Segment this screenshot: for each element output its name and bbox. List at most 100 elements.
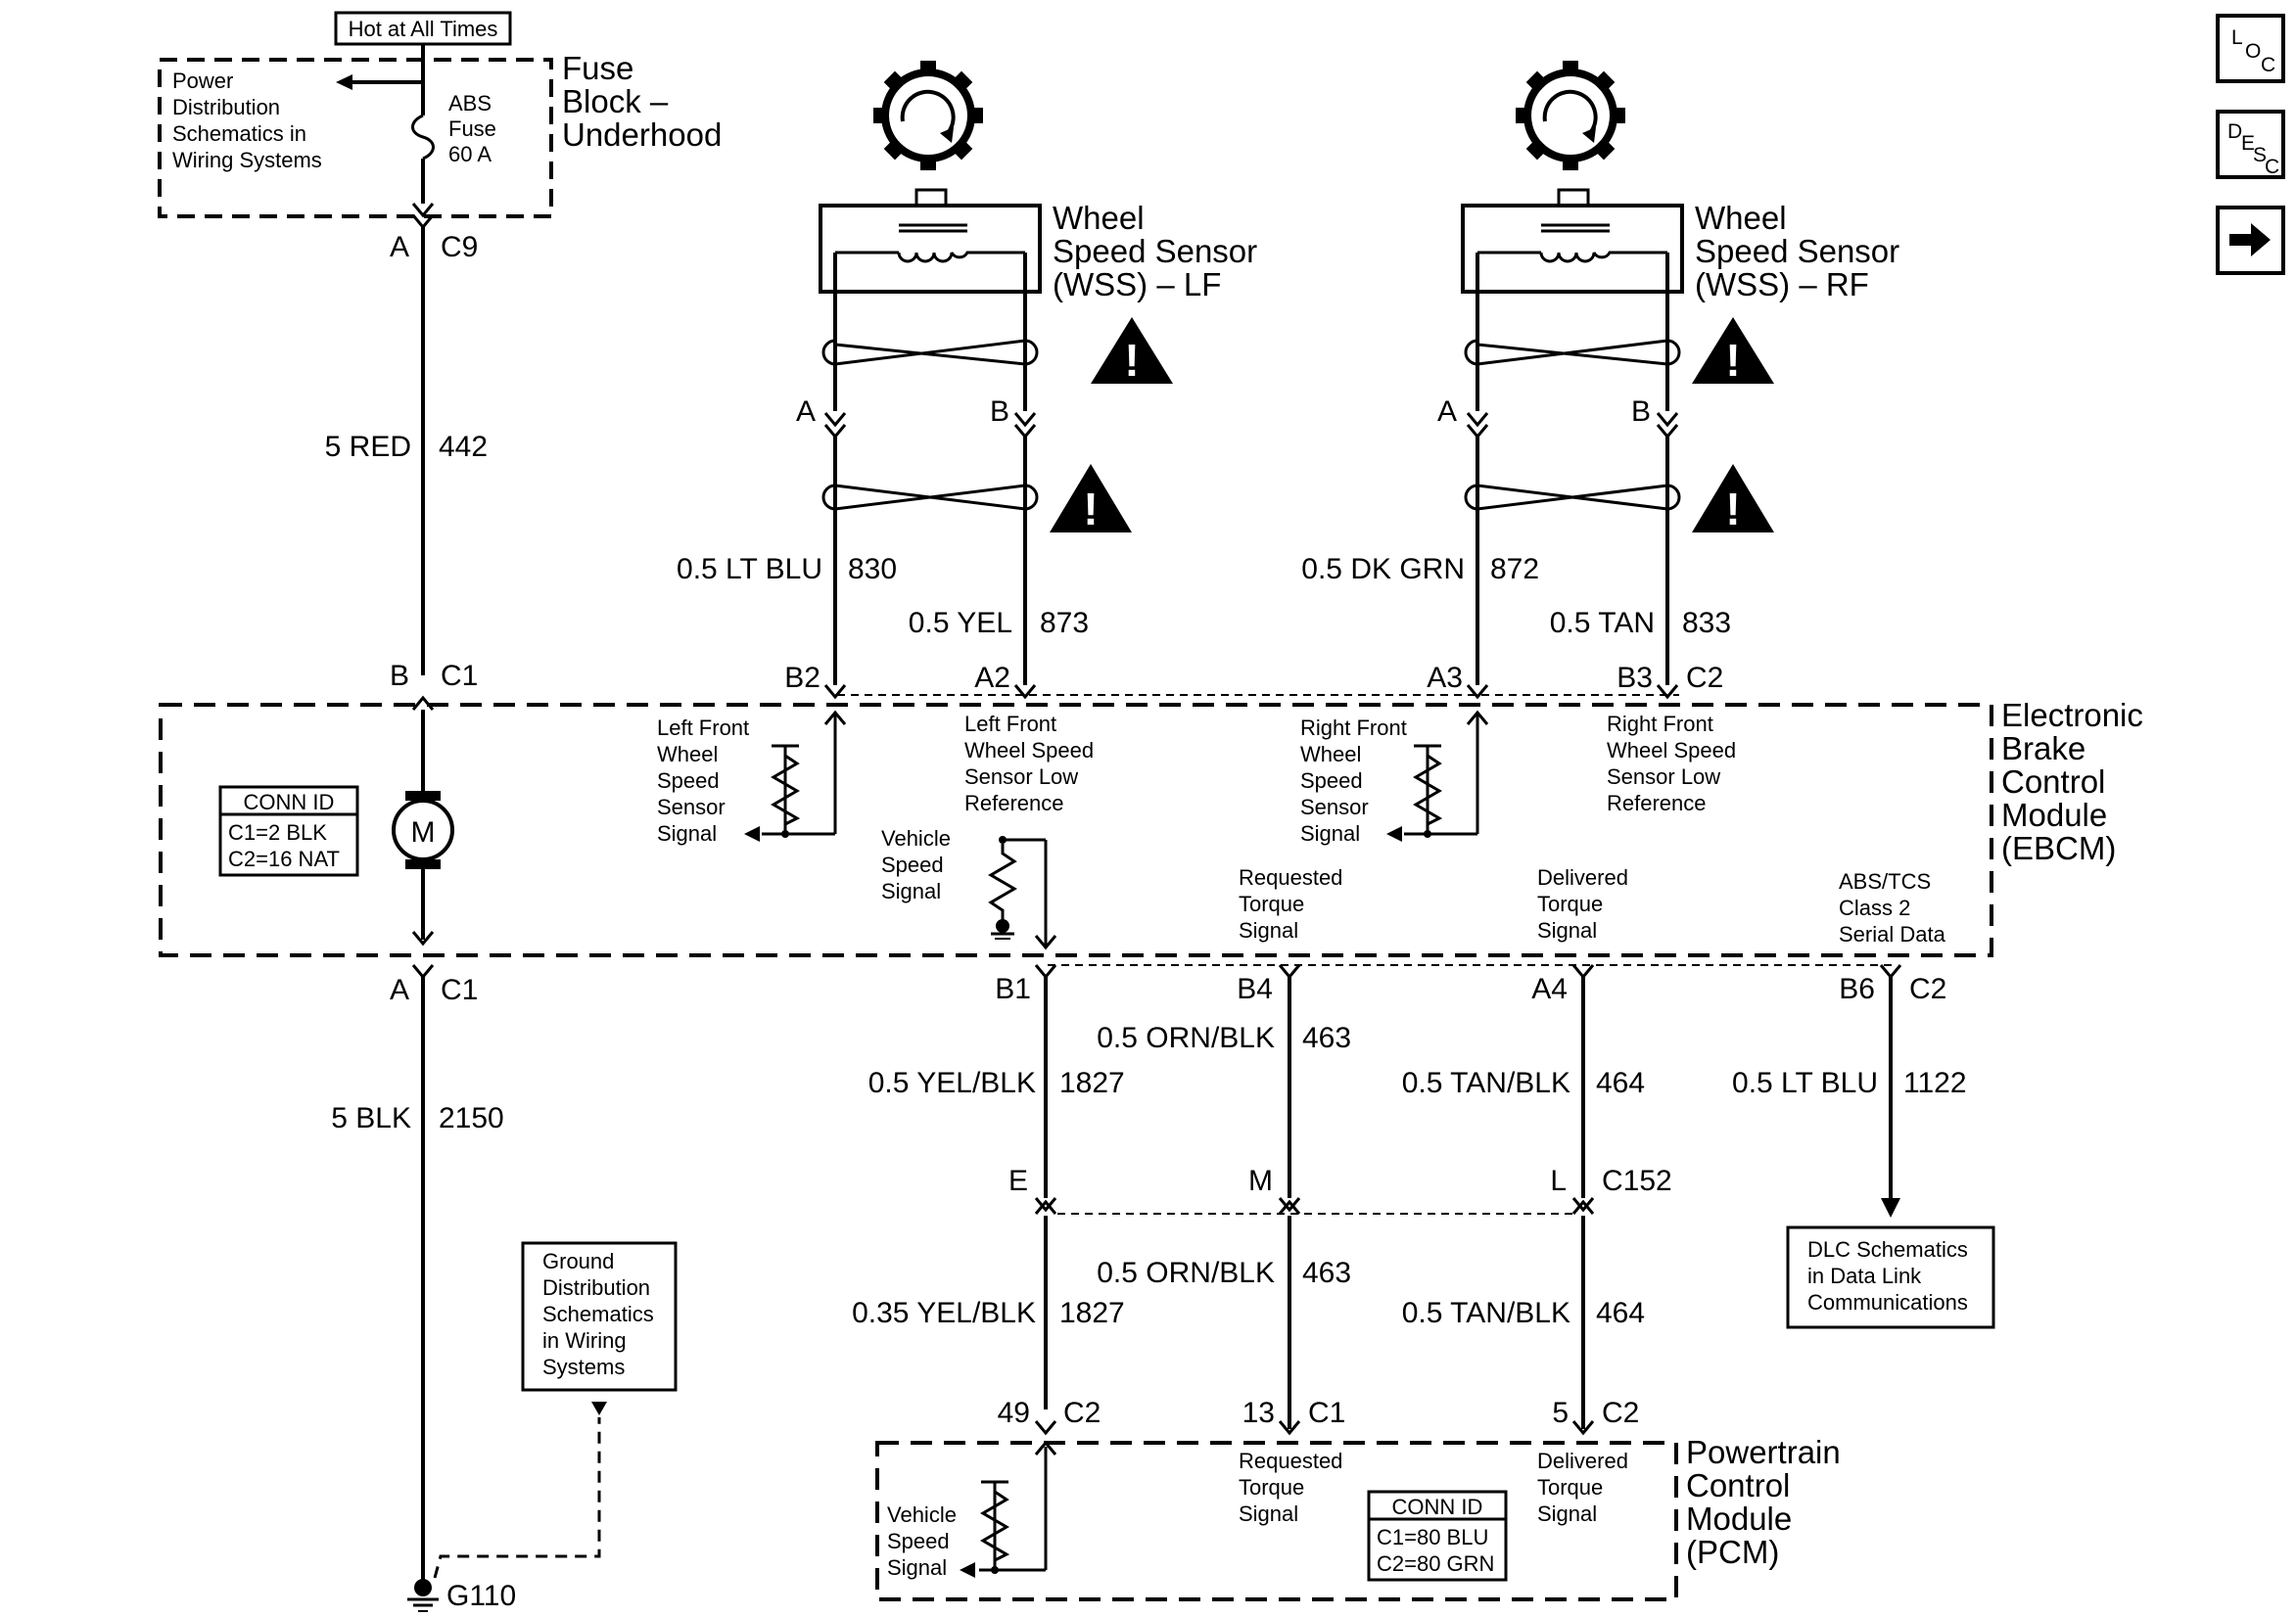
wire-1827-circuit-b: 1827 — [1059, 1297, 1125, 1329]
pcm-conn-id: CONN ID C1=80 BLU C2=80 GRN — [1367, 1490, 1508, 1582]
connector-c2-top: C2 — [1686, 662, 1723, 694]
warning-icon: ! — [1692, 464, 1774, 534]
pcm-conn-c2-b: C2 — [1602, 1397, 1639, 1429]
svg-text:Distribution: Distribution — [542, 1275, 650, 1300]
ground-icon — [996, 919, 1009, 933]
desc-button[interactable]: D E S C — [2216, 110, 2285, 179]
svg-text:Wheel: Wheel — [1300, 742, 1361, 766]
svg-text:Wheel: Wheel — [657, 742, 718, 766]
wire-464-color-b: 0.5 TAN/BLK — [1402, 1297, 1570, 1329]
svg-text:Speed Sensor: Speed Sensor — [1053, 233, 1257, 269]
rf-signal-circuit: Right Front Wheel Speed Sensor Signal Ri… — [1300, 710, 1736, 846]
svg-text:(WSS) – LF: (WSS) – LF — [1053, 266, 1221, 302]
warning-icon: ! — [1091, 317, 1173, 386]
circuit-2150: 5 BLK 2150 G110 Ground Distribution Sche… — [331, 977, 678, 1612]
wire-1827-circuit-a: 1827 — [1059, 1067, 1125, 1099]
svg-text:Powertrain: Powertrain — [1686, 1434, 1841, 1470]
svg-text:Left Front: Left Front — [657, 716, 749, 740]
wire-1827-color-a: 0.5 YEL/BLK — [868, 1067, 1036, 1099]
lf-low-ref-label: Left Front Wheel Speed Sensor Low Refere… — [964, 712, 1094, 815]
svg-text:Class 2: Class 2 — [1839, 896, 1910, 920]
pcm-pin-5: 5 — [1552, 1397, 1569, 1429]
pcm-module: Powertrain Control Module (PCM) Vehicle … — [875, 1434, 1841, 1601]
rf-signal-label: Right Front Wheel Speed Sensor Signal — [1300, 716, 1407, 846]
svg-text:!: ! — [1725, 335, 1740, 386]
svg-text:in Data Link: in Data Link — [1807, 1264, 1922, 1288]
pin-b4: B4 — [1237, 973, 1273, 1005]
svg-text:ABS: ABS — [448, 91, 492, 116]
wire-2150-circuit: 2150 — [439, 1102, 504, 1134]
pin-b6: B6 — [1839, 973, 1875, 1005]
loc-button[interactable]: L O C — [2216, 14, 2285, 83]
next-button[interactable] — [2216, 206, 2285, 275]
wire-830-circuit: 830 — [848, 553, 897, 585]
pin-a2: A2 — [974, 662, 1010, 694]
ebcm-title: Electronic Brake Control Module (EBCM) — [2001, 697, 2143, 866]
dlc-schematics-box: DLC Schematics in Data Link Communicatio… — [1786, 1225, 1995, 1329]
loc-letter-o: O — [2245, 40, 2262, 63]
wire-464-circuit-b: 464 — [1596, 1297, 1645, 1329]
svg-text:60 A: 60 A — [448, 142, 492, 166]
wire-2150-color: 5 BLK — [331, 1102, 411, 1134]
pin-b3: B3 — [1617, 662, 1653, 694]
wire-464-color-a: 0.5 TAN/BLK — [1402, 1067, 1570, 1099]
wss-lf-pin-b: B — [990, 395, 1009, 428]
wire-830-color: 0.5 LT BLU — [677, 553, 822, 585]
wss-lf: ! A B ! Wheel Speed Sensor (WSS) – LF 0.… — [677, 61, 1257, 685]
wire-463-color-b: 0.5 ORN/BLK — [1097, 1257, 1275, 1289]
pcm-conn-c1: C1 — [1308, 1397, 1345, 1429]
fuse-icon — [411, 114, 435, 161]
ebcm-bottom-connector: A C1 B1 B4 A4 B6 C2 — [390, 964, 1946, 1006]
svg-text:Systems: Systems — [542, 1355, 625, 1379]
svg-text:Vehicle: Vehicle — [887, 1502, 957, 1527]
wss-rf-pin-a: A — [1437, 395, 1457, 428]
c9-pin: A — [390, 231, 409, 263]
vehicle-speed-input-circuit: Vehicle Speed Signal — [887, 1440, 1057, 1580]
pin-a3: A3 — [1427, 662, 1463, 694]
delivered-torque-label-ebcm: Delivered Torque Signal — [1537, 865, 1628, 943]
svg-text:DLC Schematics: DLC Schematics — [1807, 1237, 1968, 1262]
desc-letter-s: S — [2253, 144, 2268, 166]
wire-872-color: 0.5 DK GRN — [1301, 553, 1465, 585]
wss-lf-pin-a: A — [796, 395, 816, 428]
svg-text:ABS/TCS: ABS/TCS — [1839, 869, 1931, 894]
c152-pin-l: L — [1550, 1165, 1567, 1197]
svg-text:Schematics in: Schematics in — [172, 121, 306, 146]
abs-tcs-serial-label: ABS/TCS Class 2 Serial Data — [1839, 869, 1946, 947]
svg-text:Torque: Torque — [1537, 1475, 1603, 1500]
arrow-right-icon — [2229, 223, 2271, 256]
c152-pin-m: M — [1248, 1165, 1273, 1197]
svg-text:Speed: Speed — [881, 853, 944, 877]
svg-text:CONN ID: CONN ID — [244, 790, 335, 814]
c1-bottom-connector: C1 — [441, 974, 478, 1006]
ebcm-top-connector: B2 A2 A3 B3 C2 — [784, 662, 1723, 700]
ground-g110-label: G110 — [446, 1580, 516, 1612]
svg-text:Torque: Torque — [1537, 892, 1603, 916]
svg-text:Signal: Signal — [657, 821, 717, 846]
svg-text:Distribution: Distribution — [172, 95, 280, 119]
wire-1122-color: 0.5 LT BLU — [1732, 1067, 1878, 1099]
svg-text:Speed Sensor: Speed Sensor — [1695, 233, 1899, 269]
wheel-gear-icon — [1516, 61, 1625, 170]
wire-463-circuit-a: 463 — [1302, 1022, 1351, 1054]
svg-text:Underhood: Underhood — [562, 116, 722, 153]
svg-text:Brake: Brake — [2001, 730, 2085, 766]
delivered-torque-label-pcm: Delivered Torque Signal — [1537, 1449, 1628, 1526]
warning-icon: ! — [1050, 464, 1132, 534]
power-distribution-text: Power Distribution Schematics in Wiring … — [172, 69, 322, 172]
svg-text:Control: Control — [1686, 1467, 1790, 1503]
svg-text:Signal: Signal — [887, 1555, 947, 1580]
pcm-conn-c2-a: C2 — [1063, 1397, 1101, 1429]
svg-text:Delivered: Delivered — [1537, 1449, 1628, 1473]
svg-text:C1=2 BLK: C1=2 BLK — [228, 820, 327, 845]
svg-text:in Wiring: in Wiring — [542, 1328, 627, 1353]
svg-text:C2=16 NAT: C2=16 NAT — [228, 847, 340, 871]
ebcm-conn-id: CONN ID C1=2 BLK C2=16 NAT — [218, 785, 359, 877]
arrow-down-icon — [1881, 1198, 1900, 1218]
c9-connector: C9 — [441, 231, 478, 263]
pcm-title: Powertrain Control Module (PCM) — [1686, 1434, 1841, 1570]
ground-icon — [407, 1579, 439, 1612]
svg-text:Signal: Signal — [1300, 821, 1360, 846]
svg-text:C2=80 GRN: C2=80 GRN — [1377, 1551, 1494, 1576]
svg-text:Speed: Speed — [1300, 768, 1363, 793]
